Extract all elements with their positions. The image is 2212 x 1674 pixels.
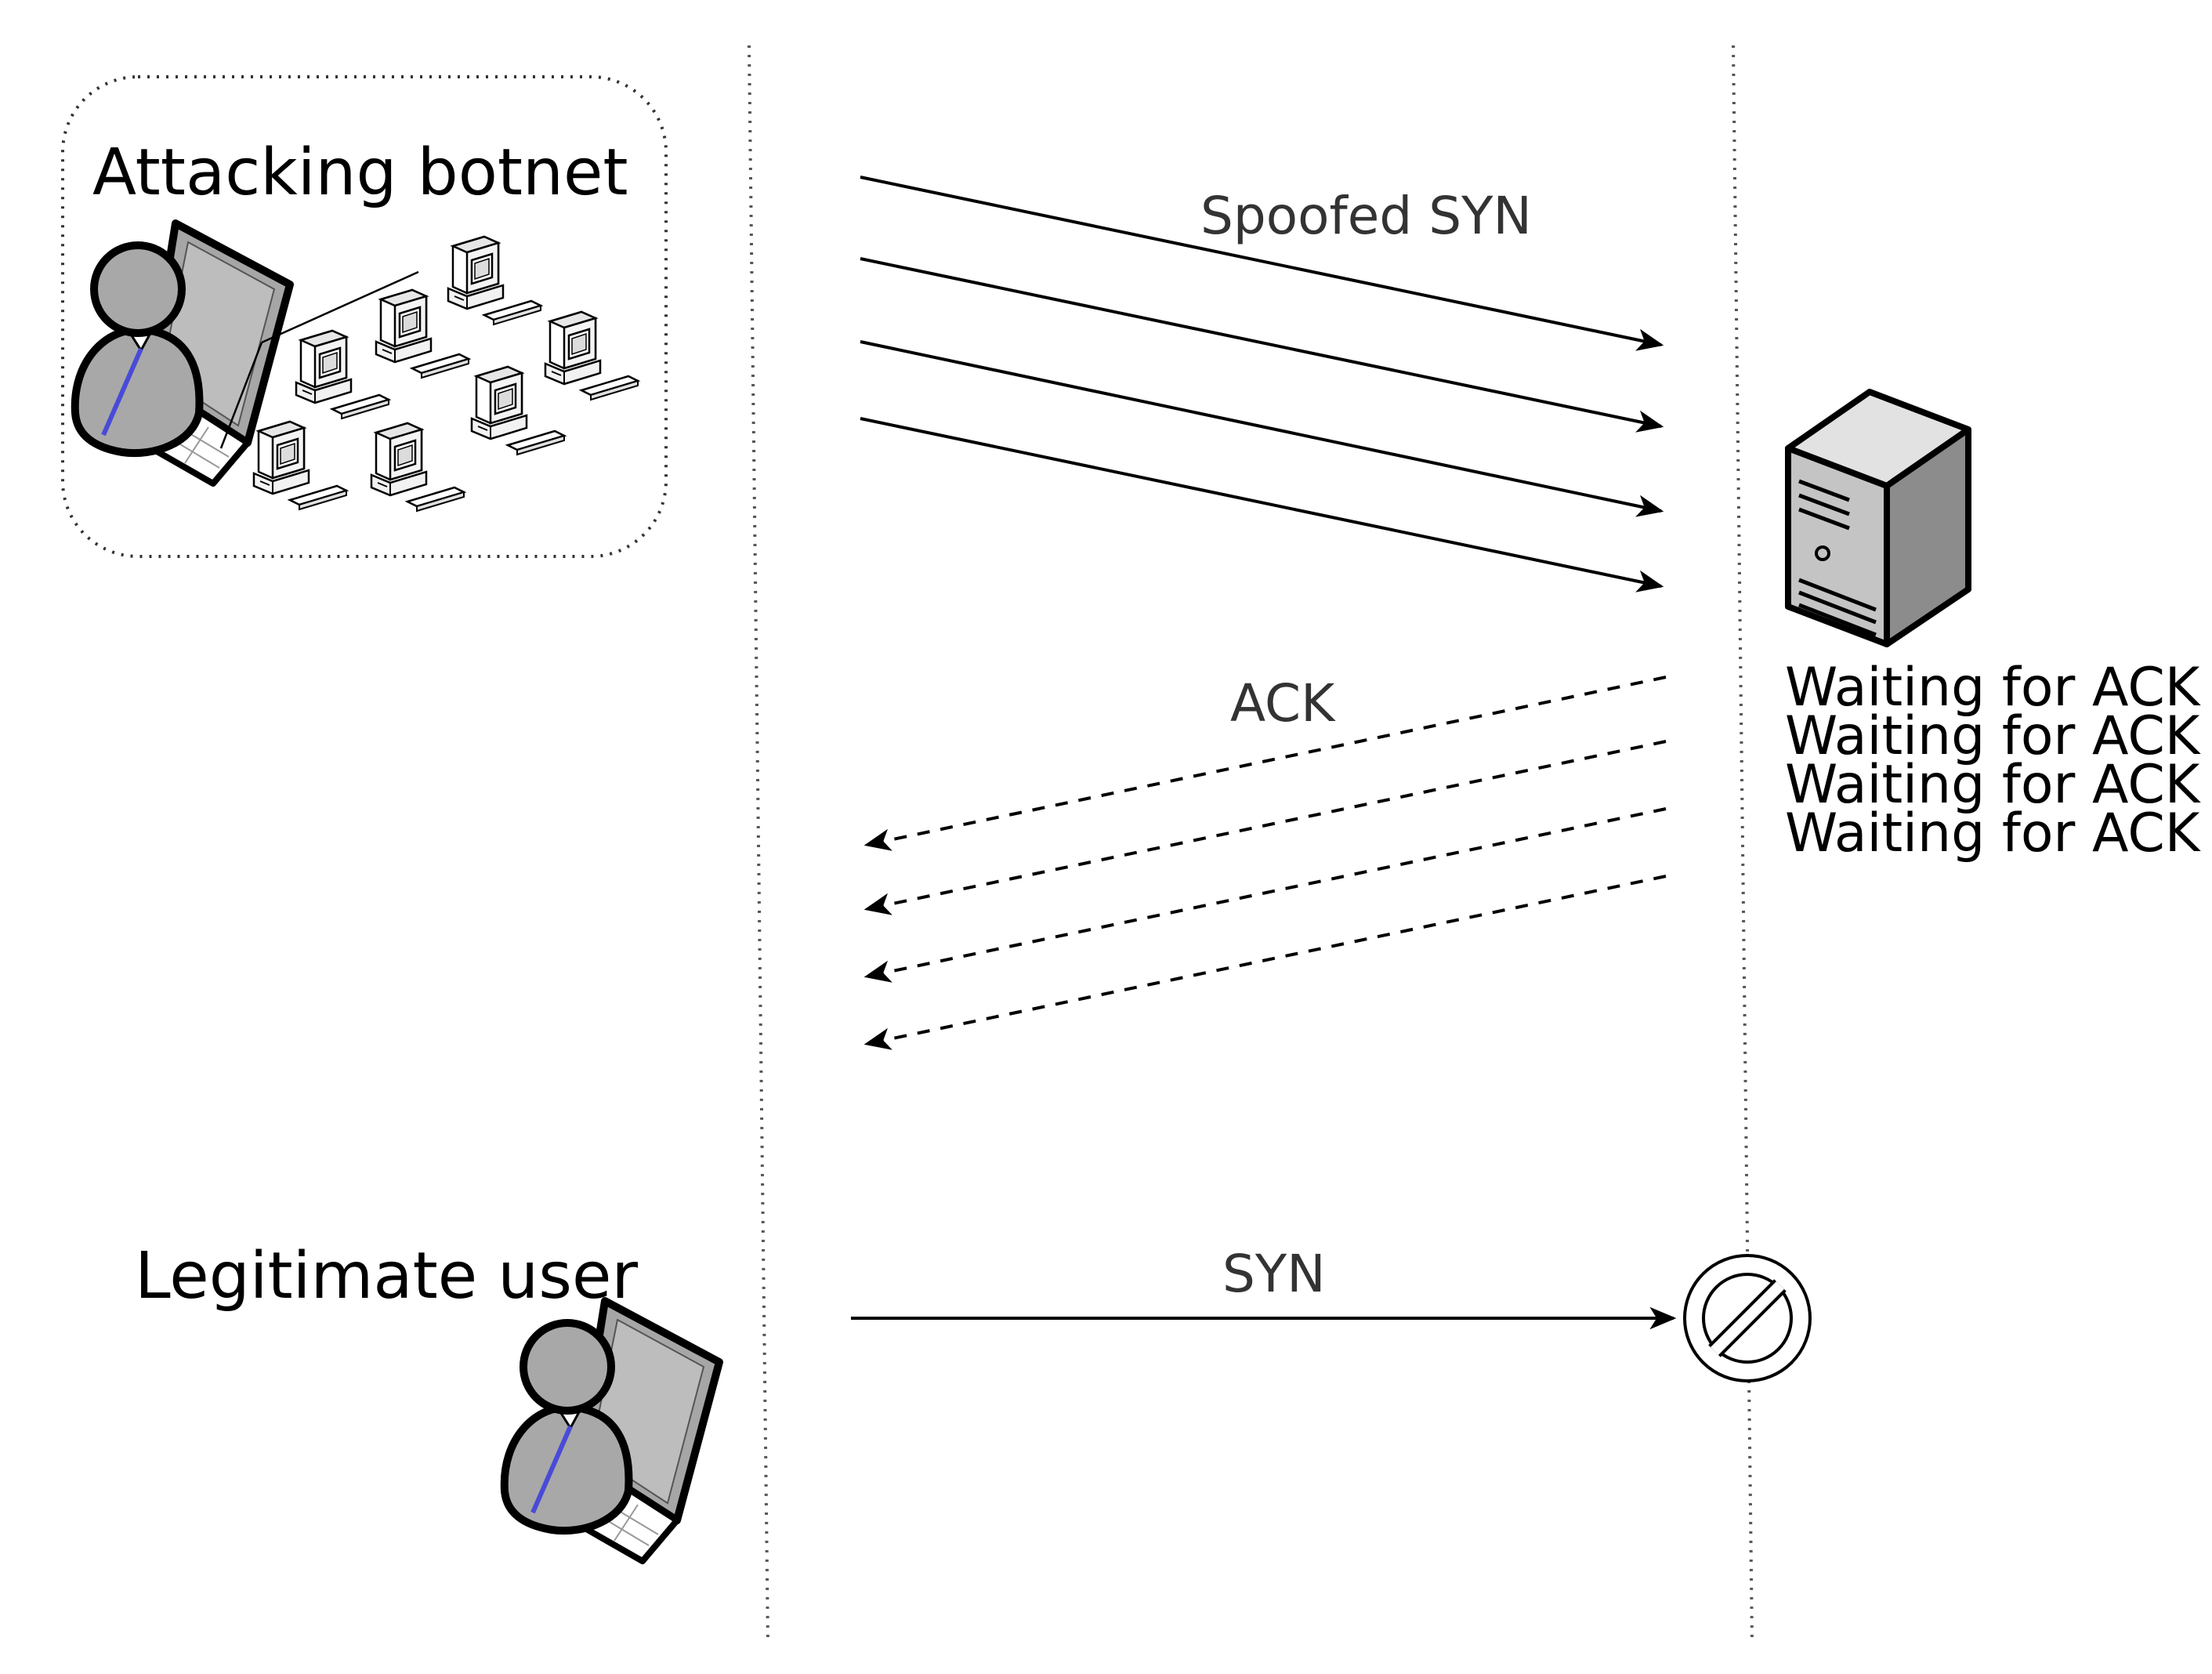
botnet-label: Attacking botnet — [92, 136, 628, 210]
waiting-label: Waiting for ACK — [1785, 705, 2202, 767]
waiting-label: Waiting for ACK — [1785, 803, 2202, 864]
spoofed-syn-arrow — [860, 176, 1664, 351]
ack-arrow — [863, 676, 1667, 851]
user-laptop-icon — [505, 1301, 719, 1561]
botnet-group-box — [61, 75, 668, 558]
user-label: Legitimate user — [135, 1239, 638, 1313]
ack-arrow — [863, 875, 1667, 1050]
blocked-icon — [1683, 1254, 1812, 1382]
spoofed-syn-arrow — [860, 257, 1664, 433]
server-waiting-list: Waiting for ACK Waiting for ACK Waiting … — [1785, 657, 2202, 864]
ack-arrow — [863, 740, 1667, 915]
server-lifeline — [1732, 45, 1754, 1643]
waiting-label: Waiting for ACK — [1785, 657, 2202, 719]
server-tower-icon — [1785, 389, 1971, 647]
ack-arrows — [863, 676, 1667, 1050]
ack-label: ACK — [1230, 673, 1336, 734]
waiting-label: Waiting for ACK — [1785, 754, 2202, 816]
spoofed-syn-arrows — [860, 176, 1664, 592]
spoofed-syn-arrow — [860, 417, 1664, 592]
spoofed-syn-label: Spoofed SYN — [1200, 186, 1532, 246]
attacker-lifeline — [748, 45, 769, 1643]
ack-arrow — [863, 807, 1667, 983]
computer-cluster-icon — [219, 235, 639, 513]
legit-syn-label: SYN — [1222, 1244, 1326, 1304]
spoofed-syn-arrow — [860, 340, 1664, 517]
